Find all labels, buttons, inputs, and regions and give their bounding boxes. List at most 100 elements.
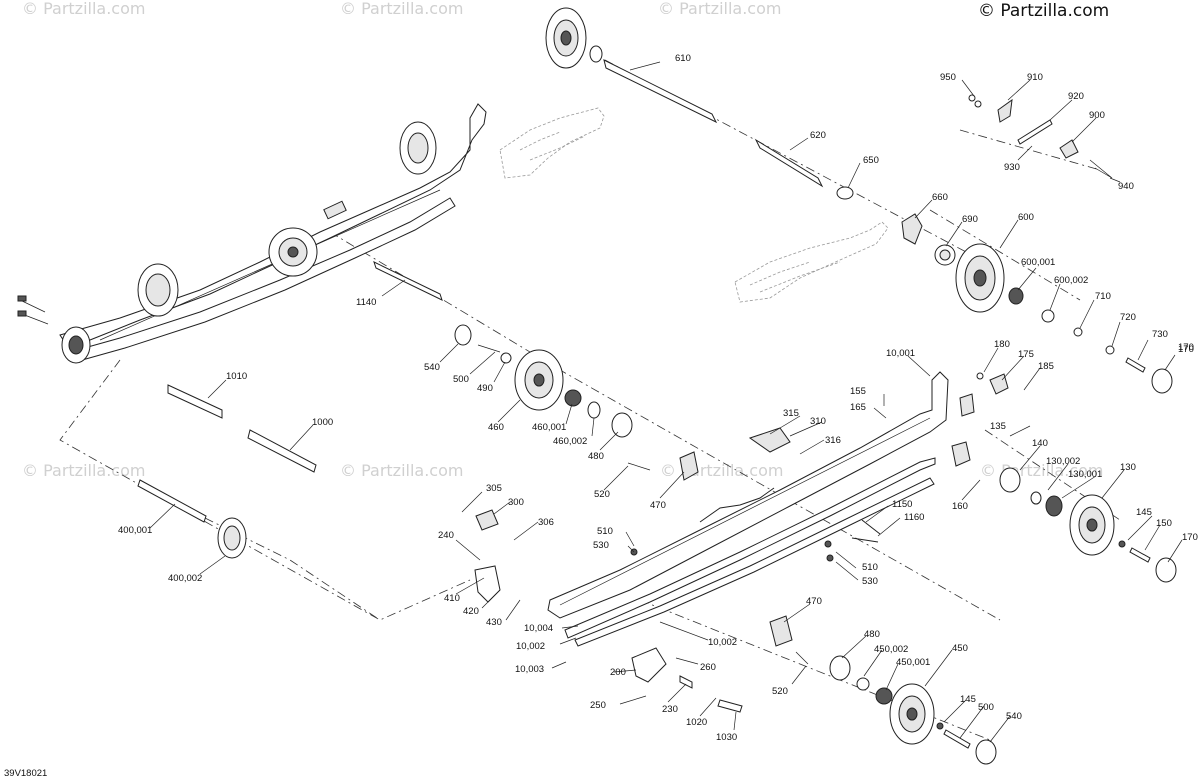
callout-label: 950 bbox=[940, 72, 956, 83]
callout-labels: 610 620 650 660 690 600 600,001 600,002 … bbox=[118, 53, 1198, 743]
callout-label: 510 bbox=[862, 562, 878, 573]
callout-label: 460 bbox=[488, 422, 504, 433]
callout-label: 140 bbox=[1032, 438, 1048, 449]
callout-label: 460,001 bbox=[532, 422, 566, 433]
callout-label: 520 bbox=[594, 489, 610, 500]
callout-label: 500 bbox=[453, 374, 469, 385]
rear-wheel-upper-right bbox=[901, 213, 1173, 394]
callout-label: 710 bbox=[1095, 291, 1111, 302]
callout-label: 720 bbox=[1120, 312, 1136, 323]
copyright-notice: © Partzilla.com bbox=[978, 1, 1109, 21]
callout-label: 730 bbox=[1152, 329, 1168, 340]
callout-label: 10,001 bbox=[886, 348, 915, 359]
watermark: © Partzilla.com bbox=[22, 461, 145, 480]
callout-label: 460,002 bbox=[553, 436, 587, 447]
callout-label: 490 bbox=[477, 383, 493, 394]
callout-label: 1030 bbox=[716, 732, 737, 743]
callout-label: 306 bbox=[538, 517, 554, 528]
callout-label: 230 bbox=[662, 704, 678, 715]
watermark: © Partzilla.com bbox=[340, 461, 463, 480]
callout-label: 660 bbox=[932, 192, 948, 203]
callout-label: 900 bbox=[1089, 110, 1105, 121]
callout-label: 1020 bbox=[686, 717, 707, 728]
callout-label: 130,001 bbox=[1068, 469, 1102, 480]
callout-label: 170 bbox=[1182, 532, 1198, 543]
callout-label: 305 bbox=[486, 483, 502, 494]
right-side-hardware bbox=[474, 372, 1177, 765]
callout-label: 650 bbox=[863, 155, 879, 166]
callout-label: 470 bbox=[650, 500, 666, 511]
callout-label: 480 bbox=[864, 629, 880, 640]
callout-label: 410 bbox=[444, 593, 460, 604]
callout-label: 940 bbox=[1118, 181, 1134, 192]
callout-label: 185 bbox=[1038, 361, 1054, 372]
callout-label: 600,002 bbox=[1054, 275, 1088, 286]
callout-label: 910 bbox=[1027, 72, 1043, 83]
linkage-assembly bbox=[968, 94, 1113, 179]
callout-label: 530 bbox=[862, 576, 878, 587]
callout-label: 420 bbox=[463, 606, 479, 617]
rear-axle-upper bbox=[545, 7, 854, 200]
callout-label: 165 bbox=[850, 402, 866, 413]
callout-label: 10,004 bbox=[524, 623, 553, 634]
callout-label: 250 bbox=[590, 700, 606, 711]
callout-label: 520 bbox=[772, 686, 788, 697]
callout-label: 450,001 bbox=[896, 657, 930, 668]
callout-label: 620 bbox=[810, 130, 826, 141]
callout-label: 450 bbox=[952, 643, 968, 654]
callout-label: 260 bbox=[700, 662, 716, 673]
callout-label: 530 bbox=[593, 540, 609, 551]
callout-label: 470 bbox=[806, 596, 822, 607]
callout-label: 145 bbox=[960, 694, 976, 705]
callout-label: 170 bbox=[1178, 342, 1194, 353]
callout-label: 430 bbox=[486, 617, 502, 628]
callout-label: 150 bbox=[1156, 518, 1172, 529]
watermark: © Partzilla.com bbox=[340, 0, 463, 18]
idler-wheel-set-middle bbox=[373, 261, 699, 481]
callout-label: 600,001 bbox=[1021, 257, 1055, 268]
callout-label: 920 bbox=[1068, 91, 1084, 102]
callout-label: 130 bbox=[1120, 462, 1136, 473]
callout-label: 240 bbox=[438, 530, 454, 541]
callout-label: 135 bbox=[990, 421, 1006, 432]
callout-label: 930 bbox=[1004, 162, 1020, 173]
leader-lines bbox=[149, 61, 1183, 743]
callout-label: 310 bbox=[810, 416, 826, 427]
callout-label: 1010 bbox=[226, 371, 247, 382]
callout-label: 175 bbox=[1018, 349, 1034, 360]
callout-label: 1150 bbox=[892, 499, 912, 510]
watermark: © Partzilla.com bbox=[660, 461, 783, 480]
callout-label: 400,001 bbox=[118, 525, 152, 536]
callout-label: 690 bbox=[962, 214, 978, 225]
watermark: © Partzilla.com bbox=[658, 0, 781, 18]
callout-label: 10,002 bbox=[516, 641, 545, 652]
callout-label: 10,003 bbox=[515, 664, 544, 675]
callout-label: 400,002 bbox=[168, 573, 202, 584]
callout-label: 170 bbox=[1178, 344, 1194, 355]
lower-left-shafts bbox=[137, 384, 317, 559]
callout-label: 610 bbox=[675, 53, 691, 64]
callout-label: 155 bbox=[850, 386, 866, 397]
callout-label: 160 bbox=[952, 501, 968, 512]
callout-label: 1140 bbox=[356, 297, 376, 308]
callout-label: 145 bbox=[1136, 507, 1152, 518]
callout-label: 200 bbox=[610, 667, 626, 678]
callout-label: 480 bbox=[588, 451, 604, 462]
callout-label: 540 bbox=[1006, 711, 1022, 722]
callout-label: 1000 bbox=[312, 417, 333, 428]
callout-label: 300 bbox=[508, 497, 524, 508]
callout-label: 180 bbox=[994, 339, 1010, 350]
callout-label: 10,002 bbox=[708, 637, 737, 648]
callout-label: 600 bbox=[1018, 212, 1034, 223]
callout-label: 450,002 bbox=[874, 644, 908, 655]
ghost-frame-outlines bbox=[499, 107, 889, 303]
callout-label: 1160 bbox=[904, 512, 924, 523]
callout-label: 315 bbox=[783, 408, 799, 419]
callout-label: 130,002 bbox=[1046, 456, 1080, 467]
drawing-code: 39V18021 bbox=[4, 768, 47, 779]
callout-label: 500 bbox=[978, 702, 994, 713]
watermark: © Partzilla.com bbox=[22, 0, 145, 18]
callout-label: 316 bbox=[825, 435, 841, 446]
